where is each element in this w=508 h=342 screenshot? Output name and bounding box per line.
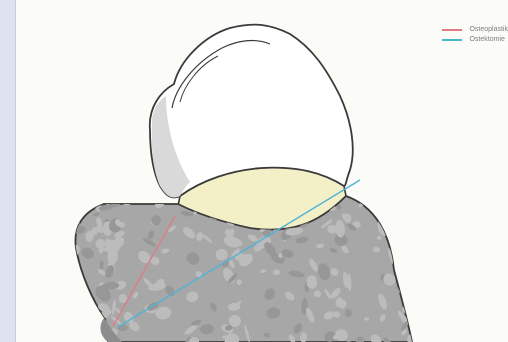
bone-speckle [395,241,405,253]
bone-speckle [398,218,411,225]
legend-item-osteoplastik: Osteoplastik [442,25,508,35]
bone-speckle [65,338,78,342]
bone-speckle [397,271,404,279]
bone-speckle [405,261,412,273]
bone-speckle [76,194,91,214]
bone-speckle [378,209,394,221]
legend-label: Ostektomie [469,35,504,45]
bone-speckle [377,208,385,219]
legend: Osteoplastik Ostektomie [442,25,508,45]
bone-speckle [401,245,415,260]
legend-swatch-blue [442,39,462,40]
diagram-canvas: Osteoplastik Ostektomie [15,0,508,342]
bone-speckle [67,266,74,277]
bone-speckle [72,317,85,328]
bone-speckle [403,222,410,228]
legend-swatch-red [442,29,462,30]
bone-speckle [76,285,84,293]
bone-speckle [402,288,417,304]
bone-speckle [393,193,403,203]
legend-label: Osteoplastik [469,25,508,35]
bone-speckle [66,304,80,318]
dental-illustration [15,0,508,342]
bone-speckle [79,290,86,297]
bone-speckle [402,202,410,218]
legend-item-ostektomie: Ostektomie [442,35,508,45]
bone-speckle [69,309,83,323]
